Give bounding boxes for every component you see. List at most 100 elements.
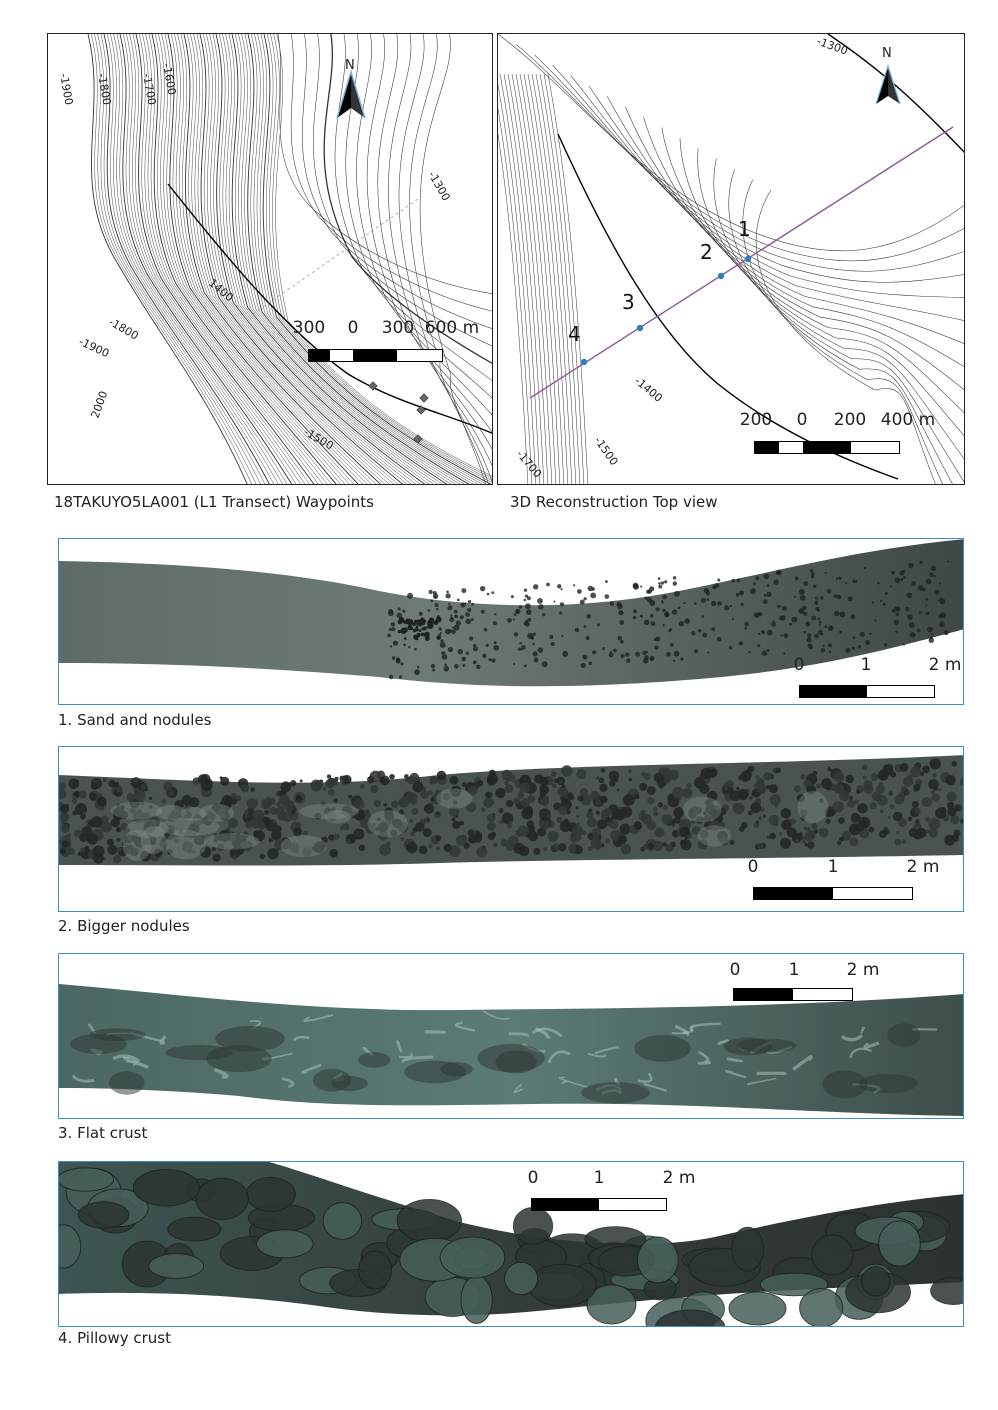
sediment-patch: [280, 835, 327, 858]
nodule: [664, 580, 668, 584]
nodule: [582, 654, 588, 660]
nodule: [240, 784, 249, 793]
nodule: [845, 647, 851, 653]
nodule: [163, 828, 175, 840]
crust-vein: [531, 1027, 563, 1038]
nodule: [818, 623, 821, 626]
nodule: [736, 578, 741, 583]
nodule: [700, 597, 707, 603]
nodule: [486, 777, 493, 784]
nodule: [712, 585, 717, 590]
reconstruction-panel-1[interactable]: 0 1 2 m: [58, 538, 964, 705]
nodule: [412, 781, 424, 793]
nodule: [398, 616, 405, 623]
nodule: [532, 632, 536, 636]
nodule: [592, 650, 597, 655]
nodule: [894, 838, 902, 846]
nodule: [820, 596, 824, 600]
contour-line: [174, 34, 368, 484]
nodule: [654, 645, 659, 650]
nodule: [475, 664, 481, 670]
nodule: [543, 847, 547, 851]
nodule: [295, 795, 303, 803]
nodule: [653, 811, 659, 817]
nodule: [647, 797, 655, 805]
contour-line: [409, 34, 489, 484]
nodule: [397, 629, 401, 634]
nodule: [60, 814, 67, 821]
nodule: [887, 815, 891, 819]
nodule: [856, 789, 861, 794]
scale-label: 0: [796, 410, 808, 430]
nodule: [922, 765, 930, 774]
nodule: [448, 806, 460, 817]
nodule: [563, 818, 569, 824]
nodule: [753, 582, 757, 586]
waypoint-label: 4: [568, 322, 581, 346]
nodule: [485, 643, 489, 647]
contour-line: [534, 54, 964, 272]
nodule: [324, 807, 332, 815]
pillow-crust: [654, 1309, 726, 1326]
crust-patch: [404, 1060, 466, 1084]
nodule: [835, 577, 839, 580]
nodule: [415, 637, 419, 641]
nodule: [471, 602, 475, 606]
crust-vein: [792, 1055, 813, 1071]
nodule: [879, 809, 884, 814]
reconstruction-panel-4[interactable]: 0 1 2 m: [58, 1161, 964, 1327]
nodule: [662, 842, 667, 847]
nodule: [916, 628, 921, 633]
nodule: [367, 776, 375, 784]
nodule: [93, 852, 104, 864]
scale-label: 2 m: [846, 960, 880, 980]
nodule: [669, 628, 673, 632]
nodule: [665, 844, 674, 852]
nodule: [436, 635, 441, 640]
crust-vein: [401, 1055, 434, 1064]
nodule: [435, 846, 441, 851]
nodule: [498, 807, 504, 813]
nodule: [125, 827, 131, 833]
nodule: [414, 669, 420, 676]
nodule: [92, 780, 97, 784]
nodule: [407, 592, 414, 599]
crust-patch: [858, 1073, 918, 1094]
right-map[interactable]: -1300-1400-1500-1700 N 1 2 3 4 200 0 200…: [497, 33, 965, 485]
nodule: [68, 778, 80, 790]
nodule: [84, 845, 90, 851]
sediment-patch: [158, 817, 220, 837]
nodule: [662, 594, 667, 600]
nodule: [828, 650, 832, 654]
nodule: [798, 608, 805, 614]
nodule: [766, 584, 770, 587]
nodule: [78, 790, 87, 799]
nodule: [682, 787, 693, 799]
contour-line: [290, 34, 492, 312]
nodule: [697, 629, 702, 633]
reconstruction-panel-2[interactable]: 0 1 2 m: [58, 746, 964, 912]
nodule: [619, 619, 625, 625]
nodule: [758, 816, 763, 821]
nodule: [576, 822, 580, 826]
nodule: [553, 843, 560, 851]
nodule: [115, 826, 122, 833]
nodule: [679, 826, 691, 838]
nodule: [710, 600, 717, 607]
nodule: [684, 836, 688, 840]
nodule: [747, 810, 753, 816]
pillow-crust: [759, 1272, 829, 1297]
contour-line: [209, 34, 417, 484]
nodule: [525, 609, 532, 615]
nodule: [812, 770, 818, 776]
reconstruction-panel-3[interactable]: 0 1 2 m: [58, 953, 964, 1119]
sediment-patch: [367, 810, 408, 838]
nodule: [635, 651, 641, 657]
nodule: [479, 585, 486, 592]
nodule: [527, 617, 532, 622]
nodule: [608, 652, 614, 658]
nodule: [558, 780, 563, 784]
contour-line: [756, 189, 936, 484]
nodule: [620, 843, 632, 855]
